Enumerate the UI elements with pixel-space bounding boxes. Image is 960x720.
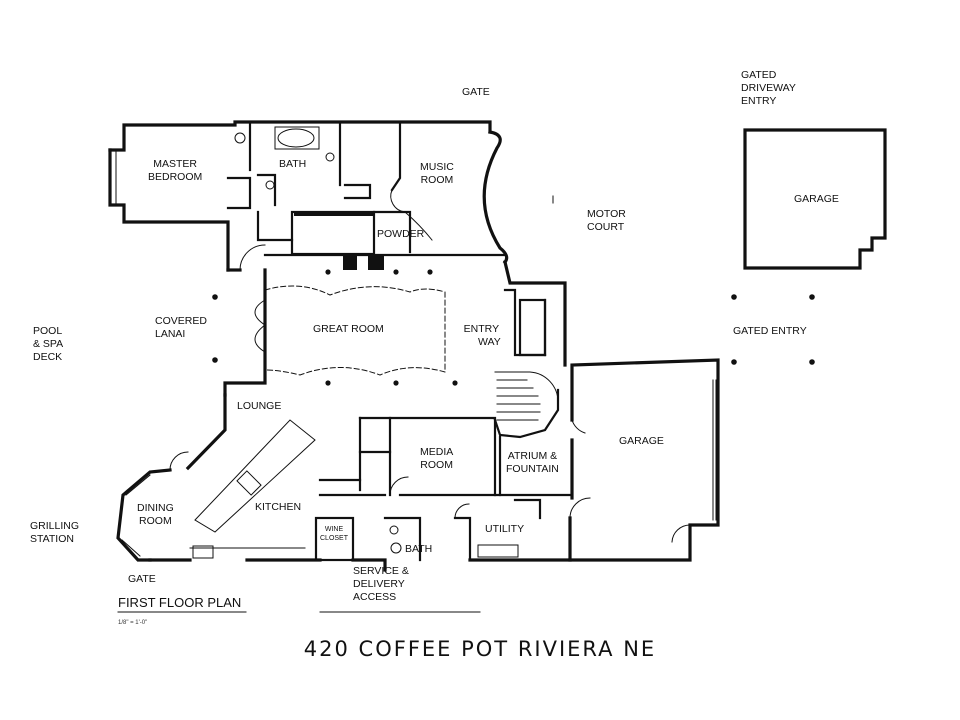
bath-lower-label: BATH [405, 543, 433, 555]
kitchen-label: KITCHEN [255, 501, 302, 513]
bath-upper-label: BATH [279, 158, 307, 170]
column-markers [212, 269, 815, 386]
lounge-label: LOUNGE [237, 400, 282, 412]
thin-details [115, 126, 717, 613]
garage-top-label: GARAGE [794, 193, 839, 205]
exterior-walls [108, 120, 720, 572]
scale-note: 1/8" = 1'-0" [118, 620, 148, 626]
powder-label: POWDER [377, 228, 425, 240]
dark-fixtures [294, 212, 384, 270]
plan-title: FIRST FLOOR PLAN [118, 595, 242, 610]
top-garage-walls [743, 128, 887, 270]
great-room-label: GREAT ROOM [313, 323, 384, 335]
property-address: 420 COFFEE POT RIVIERA NE [303, 637, 657, 661]
gate-top-label: GATE [462, 86, 490, 98]
atrium-fountain-label: ATRIUM &FOUNTAIN [506, 450, 559, 475]
interior-walls [226, 120, 572, 562]
gate-bottom-label: GATE [128, 573, 156, 585]
utility-label: UTILITY [485, 523, 525, 535]
garage-bottom-label: GARAGE [619, 435, 664, 447]
gated-entry-label: GATED ENTRY [733, 325, 807, 337]
